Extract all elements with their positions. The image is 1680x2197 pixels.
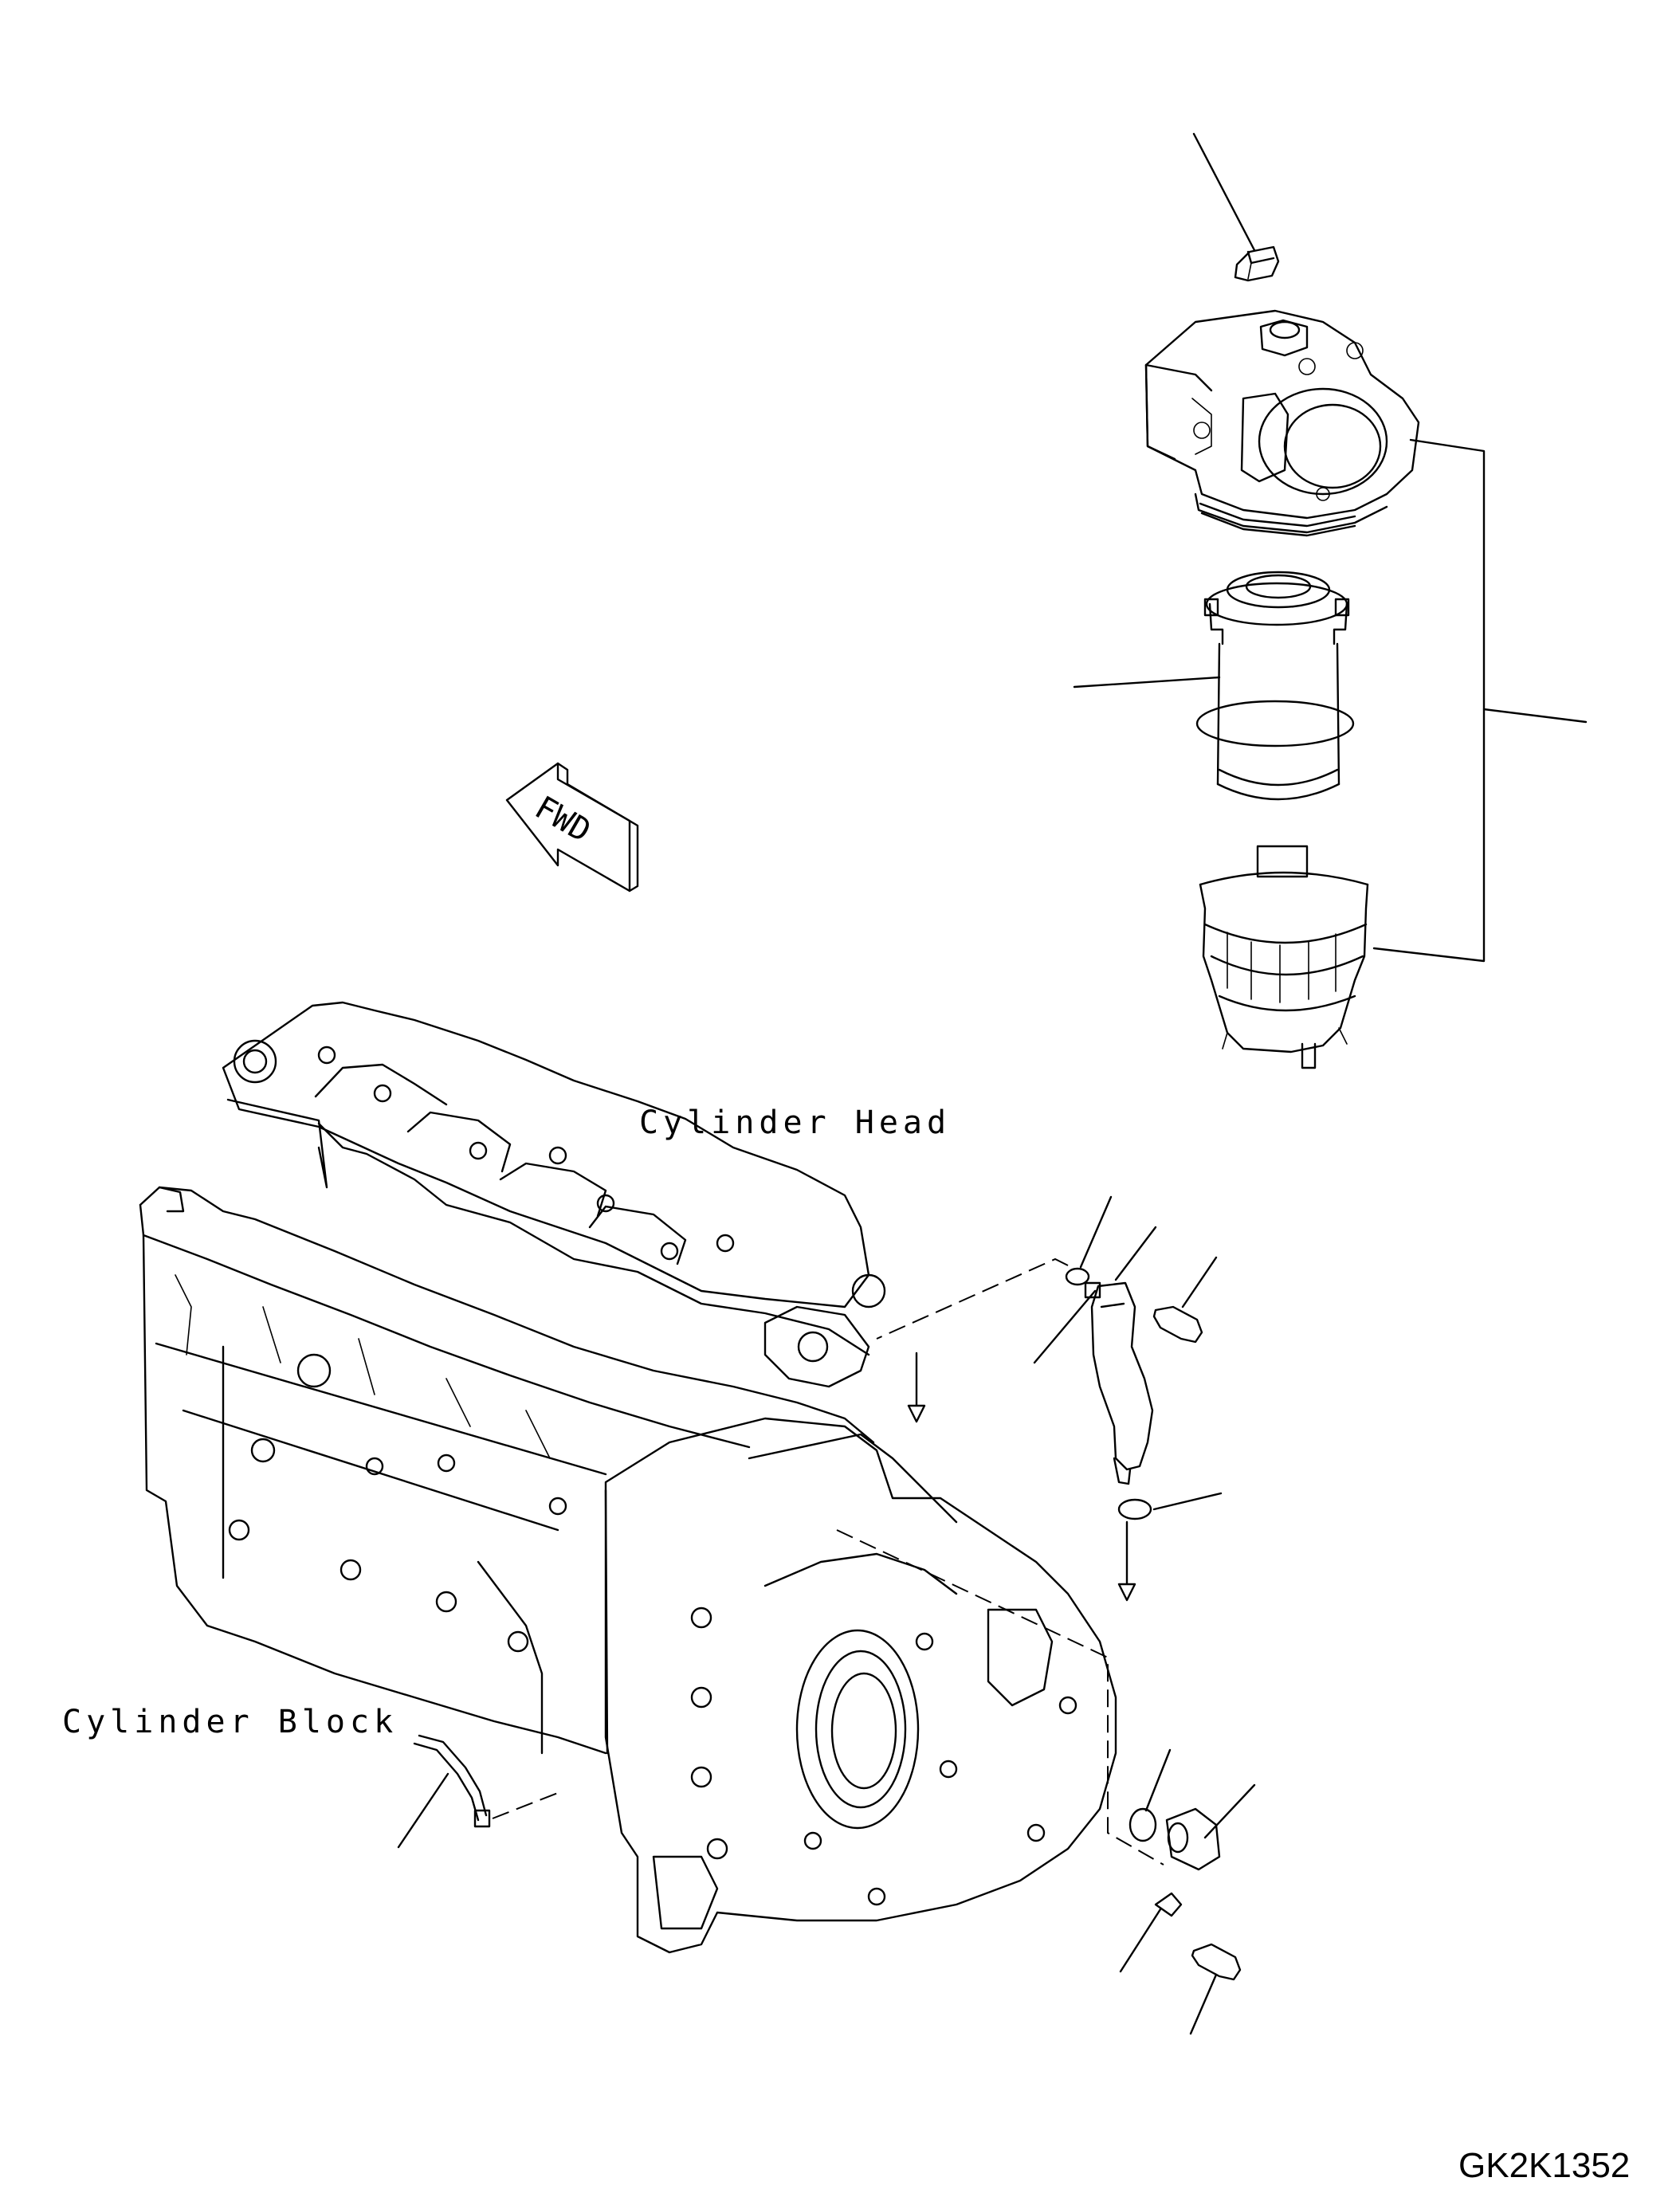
o-ring-adapter (1129, 1807, 1157, 1842)
filter-element (1203, 571, 1350, 801)
bolt-upper (1152, 1305, 1203, 1344)
filter-bowl (1199, 845, 1369, 1069)
drain-tube (413, 1734, 491, 1828)
leader-line-sensor (1192, 132, 1256, 252)
leader-line-o-ring-lower (1152, 1492, 1223, 1511)
assembly-path-lower (836, 1529, 1164, 1865)
leader-line-clip (1119, 1908, 1162, 1973)
assembly-path-upper (876, 1257, 1069, 1340)
leader-line-pipe-lower (1033, 1289, 1097, 1364)
leader-line-pipe (1114, 1226, 1157, 1281)
arrow-down-icon (907, 1352, 926, 1423)
o-ring-upper (1065, 1267, 1090, 1286)
clip (1154, 1892, 1183, 1917)
leader-line-element (1073, 676, 1221, 689)
fwd-arrow-icon: FWD (505, 762, 639, 893)
cylinder-head-label: Cylinder Head (639, 1104, 951, 1141)
o-ring-lower (1117, 1498, 1152, 1520)
adapter-fitting (1165, 1807, 1221, 1871)
assembly-bracket (1372, 438, 1588, 963)
leader-line-o-ring-adapter (1144, 1748, 1172, 1812)
drawing-code: GK2K1352 (1458, 2146, 1630, 2185)
leader-line-o-ring-upper (1079, 1195, 1113, 1269)
filter-head (1144, 309, 1420, 537)
leader-line-adapter (1203, 1783, 1256, 1839)
fuel-pipe-connector (1084, 1281, 1154, 1485)
leader-line-bolt-lower (1189, 1973, 1218, 2035)
bolt-lower (1191, 1943, 1242, 1981)
leader-line-tube (397, 1772, 449, 1849)
cylinder-block-label: Cylinder Block (62, 1704, 398, 1740)
leader-line-bolt-upper (1181, 1256, 1218, 1308)
o-ring-element (1195, 700, 1355, 747)
pressure-sensor (1234, 245, 1280, 282)
engine-block (139, 1001, 1117, 1954)
assembly-path-tube (492, 1792, 559, 1819)
arrow-down-icon (1117, 1520, 1136, 1602)
